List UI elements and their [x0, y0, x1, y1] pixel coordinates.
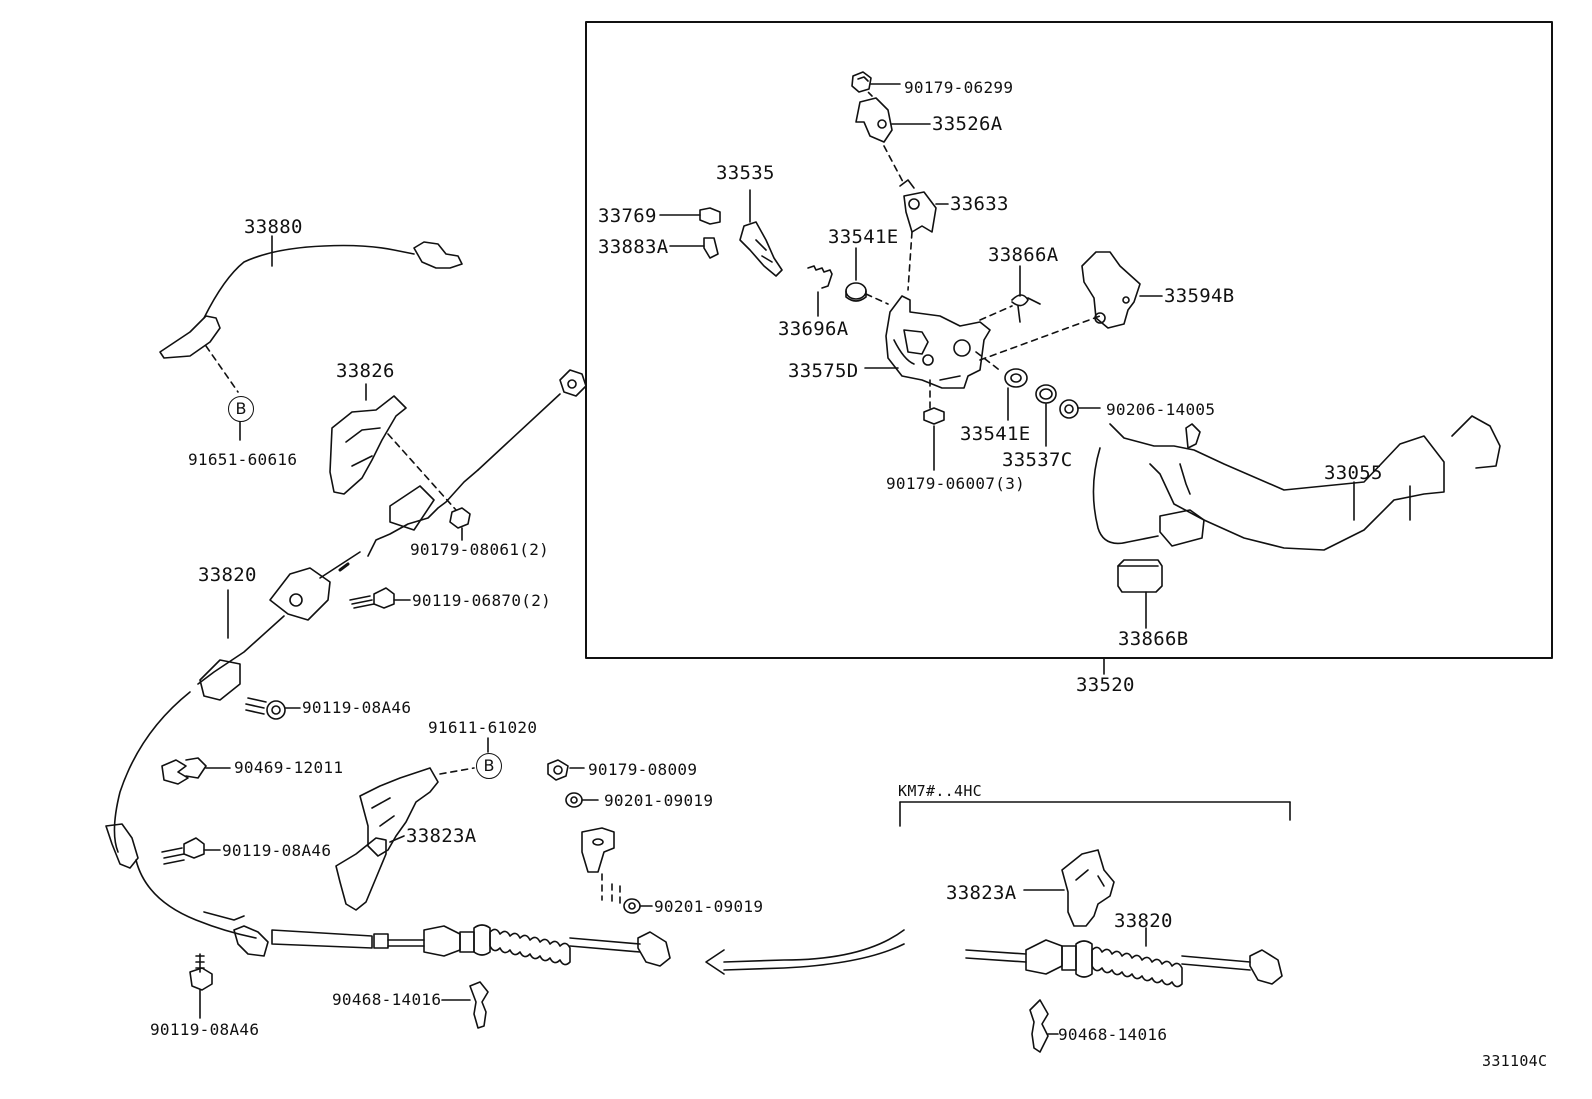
label-90119-08A46-c: 90119-08A46 — [150, 1020, 260, 1039]
pin-33883A-drawing — [669, 237, 719, 259]
label-33769: 33769 — [598, 205, 657, 227]
label-33541E-upper: 33541E — [828, 226, 899, 248]
label-90179-08061: 90179-08061(2) — [410, 540, 550, 559]
nut-90179-06007-drawing — [923, 407, 945, 471]
callout-b-upper: B — [228, 396, 254, 422]
label-33633: 33633 — [950, 193, 1009, 215]
bolt-90119-08A46-c-drawing — [189, 953, 213, 1019]
clip-90206-14005-drawing — [1059, 399, 1101, 419]
inset-frame — [585, 21, 1553, 659]
label-33823A-left: 33823A — [406, 825, 477, 847]
bracket-33535-drawing — [739, 189, 783, 277]
label-33520-assembly: 33520 — [1076, 674, 1135, 696]
label-91611-61020: 91611-61020 — [428, 718, 538, 737]
lever-33055-drawing — [1092, 415, 1501, 551]
label-33826: 33826 — [336, 360, 395, 382]
bolt-33769-drawing — [659, 207, 721, 225]
washer-90201-09019-b-drawing — [623, 898, 653, 914]
lever-33633-drawing — [899, 179, 949, 291]
bracket-33526A-drawing — [855, 89, 931, 183]
bolt-90119-06870-drawing — [349, 587, 411, 609]
label-33696A: 33696A — [778, 318, 849, 340]
bracket-33826-drawing — [329, 383, 457, 511]
label-90206-14005: 90206-14005 — [1106, 400, 1216, 419]
variant-note: KM7#..4HC — [898, 782, 982, 800]
bushing-33537C-drawing — [1035, 384, 1057, 447]
label-33880: 33880 — [244, 216, 303, 238]
spring-33696A-drawing — [807, 265, 833, 317]
bushing-33541E-upper-drawing — [845, 247, 889, 305]
label-33055: 33055 — [1324, 462, 1383, 484]
nut-90179-06299-drawing — [851, 71, 901, 93]
clip-90468-14016-right-drawing — [1029, 999, 1059, 1053]
label-90119-08A46-b: 90119-08A46 — [222, 841, 332, 860]
clip-90468-14016-left-drawing — [441, 981, 489, 1029]
washer-90201-09019-a-drawing — [565, 792, 599, 808]
label-33820-right: 33820 — [1114, 910, 1173, 932]
label-33866A: 33866A — [988, 244, 1059, 266]
diagram-code: 331104C — [1482, 1052, 1548, 1070]
label-90469-12011: 90469-12011 — [234, 758, 344, 777]
housing-33575D-drawing — [864, 295, 1101, 411]
bolt-90119-08A46-a-drawing — [245, 697, 301, 720]
label-90179-06007: 90179-06007(3) — [886, 474, 1026, 493]
variant-bracket-drawing — [899, 801, 1291, 827]
nut-90179-08009-drawing — [547, 759, 585, 781]
bracket-33823A-left-drawing — [335, 767, 475, 911]
label-33883A: 33883A — [598, 236, 669, 258]
label-33575D: 33575D — [788, 360, 859, 382]
cable-33820-left-drawing — [105, 369, 671, 967]
cable-33880-drawing — [159, 235, 463, 393]
bolt-90119-08A46-b-drawing — [161, 837, 221, 865]
label-33866B: 33866B — [1118, 628, 1189, 650]
label-90119-06870: 90119-06870(2) — [412, 591, 552, 610]
label-33526A: 33526A — [932, 113, 1003, 135]
label-33823A-right: 33823A — [946, 882, 1017, 904]
label-90468-14016-left: 90468-14016 — [332, 990, 442, 1009]
callout-b-lower: B — [476, 753, 502, 779]
label-90119-08A46-a: 90119-08A46 — [302, 698, 412, 717]
label-91651-60616: 91651-60616 — [188, 450, 298, 469]
bracket-33823A-right-drawing — [1023, 849, 1115, 927]
clip-90469-12011-drawing — [161, 757, 231, 785]
label-33820-left: 33820 — [198, 564, 257, 586]
bushing-33541E-lower-drawing — [1004, 368, 1028, 421]
nut-90179-08061-drawing — [449, 507, 471, 541]
reference-arrow-drawing — [705, 929, 905, 975]
label-33594B: 33594B — [1164, 285, 1235, 307]
label-90468-14016-right: 90468-14016 — [1058, 1025, 1168, 1044]
label-90201-09019-b: 90201-09019 — [654, 897, 764, 916]
lever-33594B-drawing — [1081, 251, 1163, 329]
detent-plate-drawing — [581, 827, 621, 907]
cable-33820-right-drawing — [965, 927, 1283, 988]
label-90179-08009: 90179-08009 — [588, 760, 698, 779]
label-90201-09019-a: 90201-09019 — [604, 791, 714, 810]
label-33537C: 33537C — [1002, 449, 1073, 471]
label-90179-06299: 90179-06299 — [904, 78, 1014, 97]
spring-33866A-drawing — [1011, 265, 1041, 323]
label-33535: 33535 — [716, 162, 775, 184]
label-33541E-lower: 33541E — [960, 423, 1031, 445]
cover-33866B-drawing — [1117, 559, 1163, 629]
